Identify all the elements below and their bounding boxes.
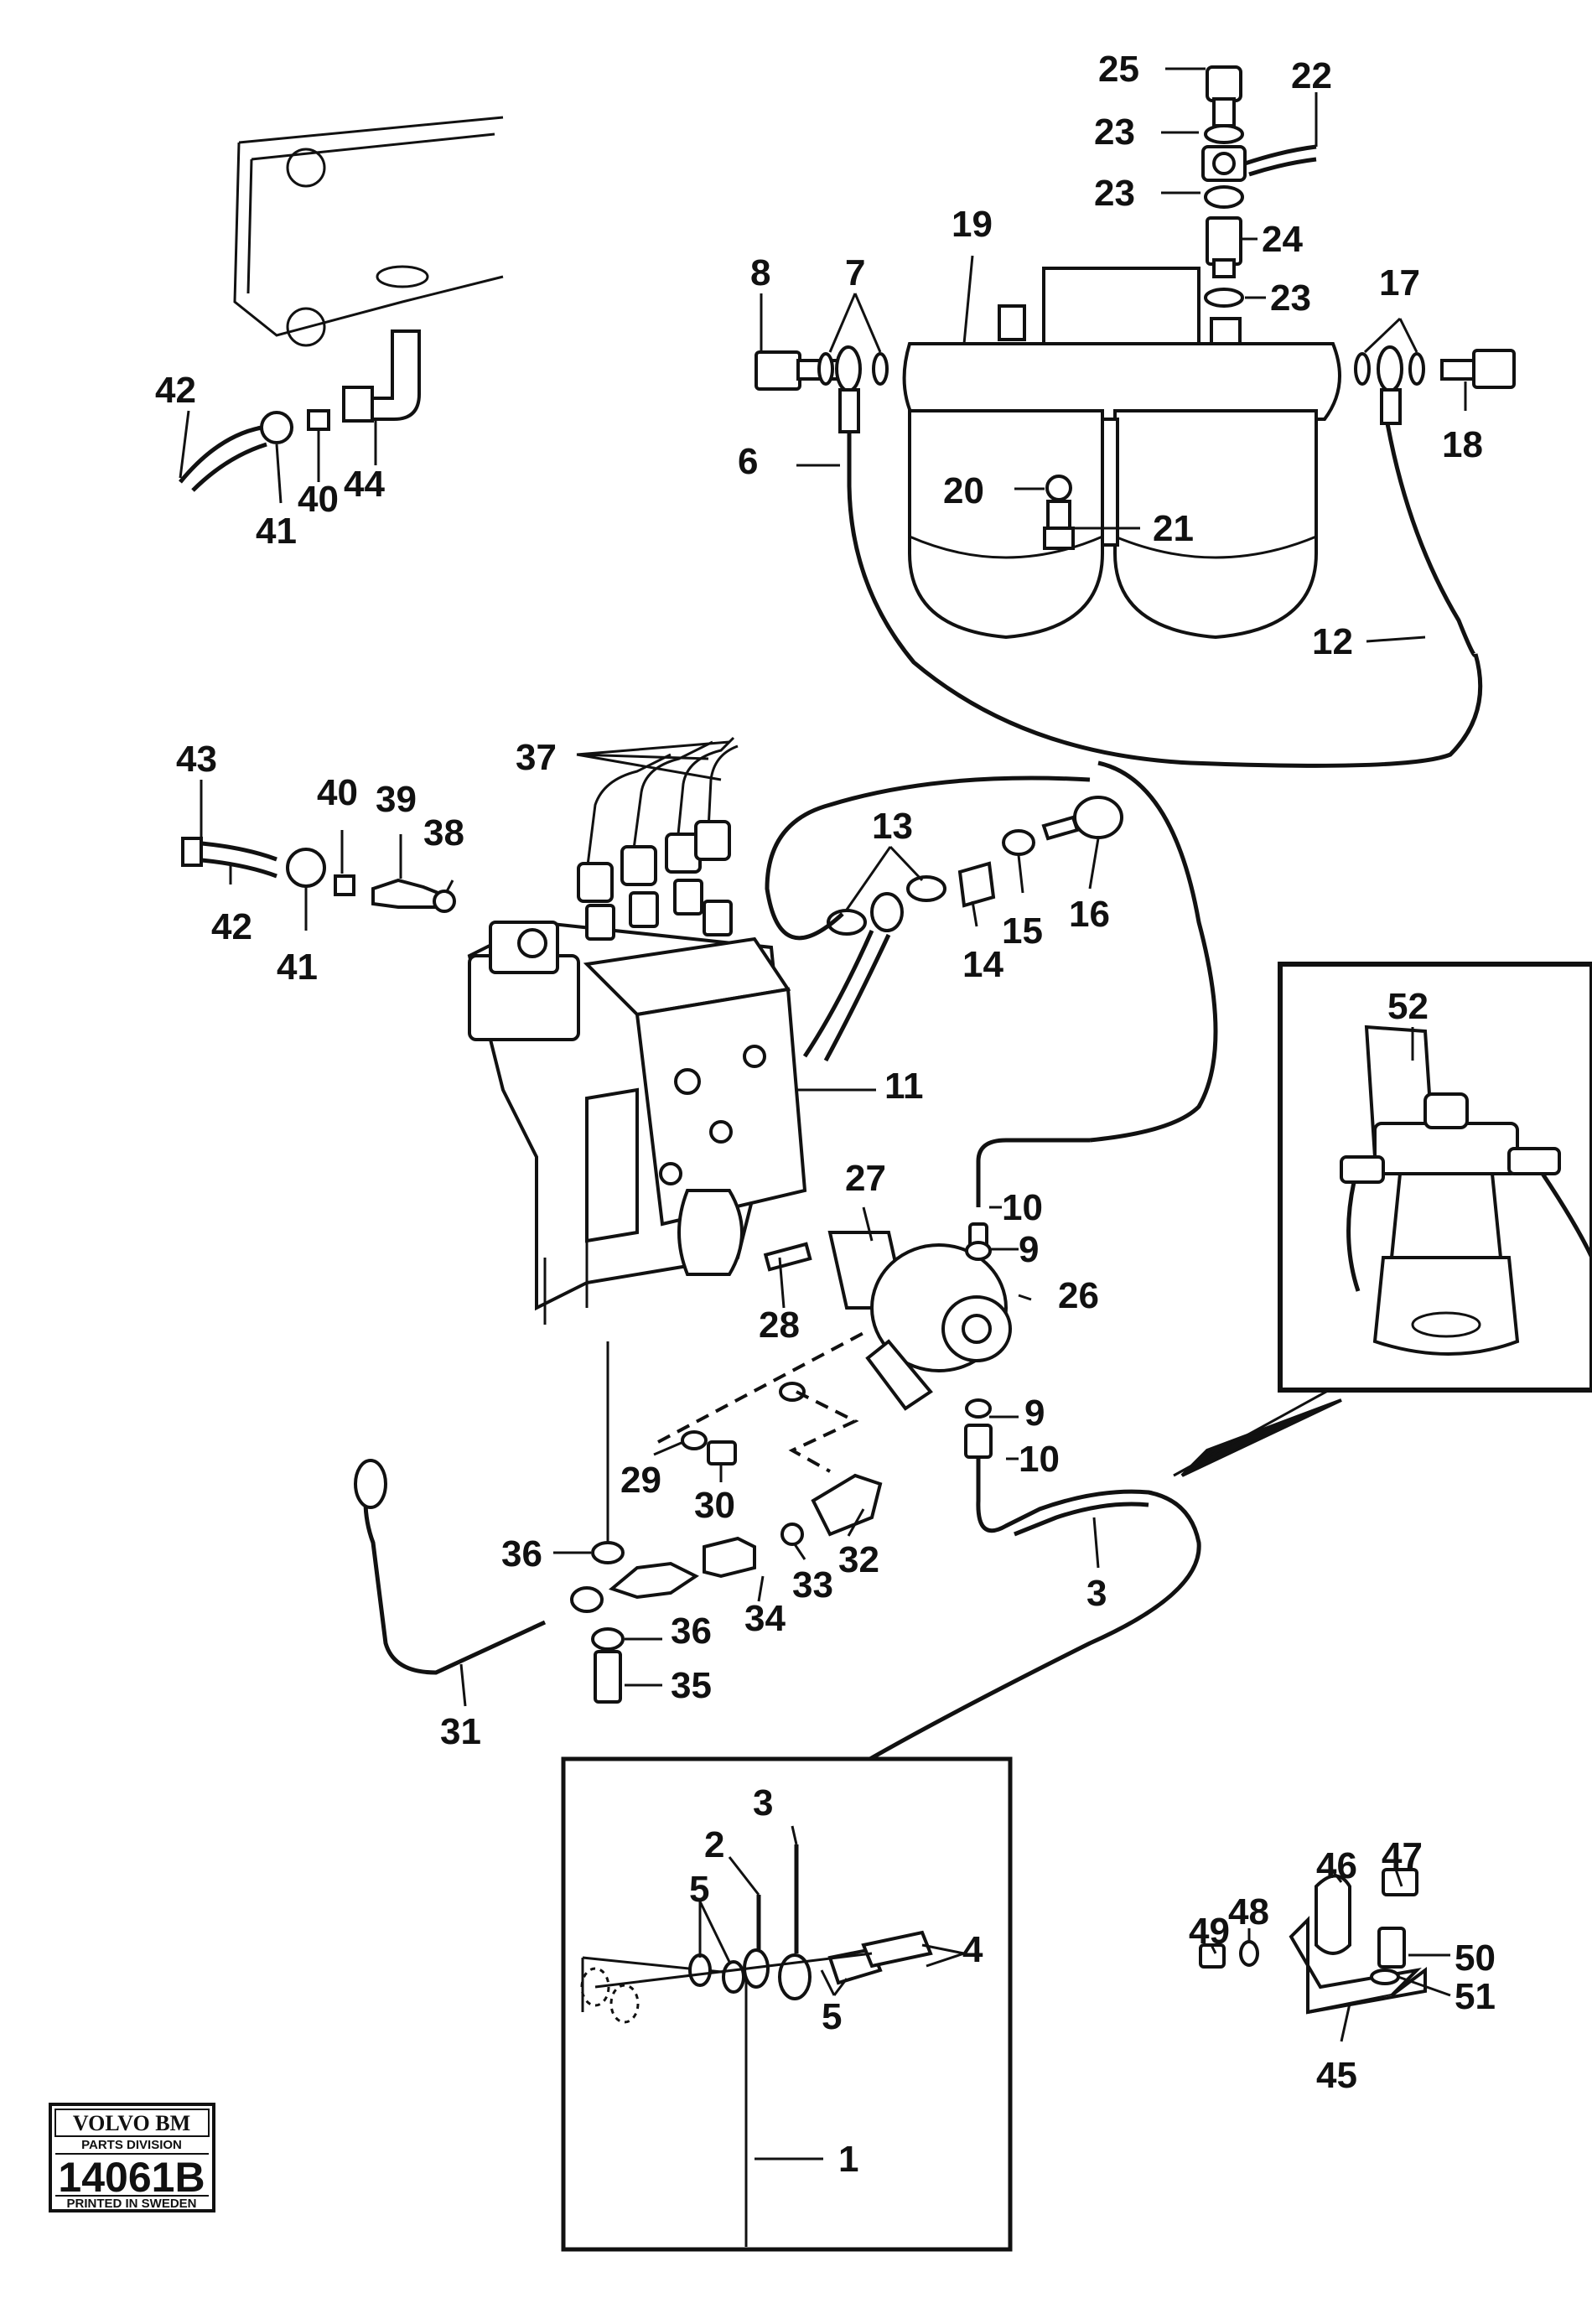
part-label-31: 31 bbox=[440, 1711, 481, 1752]
part-label-22: 22 bbox=[1291, 55, 1332, 96]
part-label-9: 9 bbox=[1019, 1229, 1039, 1270]
part-label-34: 34 bbox=[744, 1598, 786, 1639]
part-label-23: 23 bbox=[1270, 278, 1311, 319]
part-label-3: 3 bbox=[753, 1782, 773, 1823]
feed-pump bbox=[763, 760, 1218, 1459]
pointer-arrow bbox=[1180, 1398, 1342, 1477]
part-label-49: 49 bbox=[1189, 1911, 1230, 1952]
top-fitting-stack bbox=[1201, 65, 1317, 308]
part-label-35: 35 bbox=[671, 1665, 712, 1706]
part-label-36: 36 bbox=[671, 1611, 712, 1652]
part-label-1: 1 bbox=[838, 2139, 858, 2180]
part-label-2: 2 bbox=[704, 1824, 724, 1865]
logo-printed: PRINTED IN SWEDEN bbox=[66, 2197, 196, 2211]
part-label-40: 40 bbox=[298, 479, 339, 520]
part-label-26: 26 bbox=[1058, 1275, 1099, 1316]
logo-brand: VOLVO BM bbox=[73, 2111, 190, 2135]
part-label-18: 18 bbox=[1442, 424, 1483, 465]
part-labels: 1 2 3 3 4 5 5 6 7 8 9 9 10 10 11 12 13 1… bbox=[155, 49, 1496, 2180]
part-label-20: 20 bbox=[943, 470, 984, 511]
part-label-43: 43 bbox=[176, 739, 217, 780]
part-label-14: 14 bbox=[962, 944, 1003, 985]
part-label-11: 11 bbox=[884, 1066, 924, 1107]
part-label-6: 6 bbox=[738, 441, 758, 482]
filter-inset-52 bbox=[1278, 962, 1592, 1393]
injection-lines bbox=[577, 736, 739, 903]
cylinder-head-detail bbox=[179, 116, 504, 492]
leader-lines bbox=[179, 67, 1467, 2161]
part-label-41: 41 bbox=[277, 947, 318, 988]
hose-6 bbox=[847, 485, 1483, 768]
part-label-30: 30 bbox=[694, 1485, 735, 1526]
return-banjo bbox=[765, 776, 1123, 1062]
part-label-47: 47 bbox=[1382, 1835, 1423, 1876]
part-label-28: 28 bbox=[759, 1305, 800, 1346]
part-label-36: 36 bbox=[501, 1533, 542, 1574]
part-label-45: 45 bbox=[1316, 2055, 1357, 2096]
tank-connection-inset bbox=[561, 1756, 1013, 2252]
part-label-16: 16 bbox=[1069, 894, 1110, 935]
part-label-38: 38 bbox=[423, 812, 464, 853]
part-label-44: 44 bbox=[344, 464, 385, 505]
clip-bracket bbox=[1199, 1868, 1427, 2015]
part-label-24: 24 bbox=[1262, 219, 1303, 260]
part-label-29: 29 bbox=[620, 1460, 661, 1501]
pump-inlet-fittings bbox=[181, 837, 456, 913]
logo-number: 14061B bbox=[58, 2154, 205, 2201]
part-label-32: 32 bbox=[838, 1539, 879, 1580]
part-label-27: 27 bbox=[845, 1158, 886, 1199]
hose-12 bbox=[1385, 423, 1478, 658]
part-label-41: 41 bbox=[256, 511, 297, 552]
part-label-3: 3 bbox=[1086, 1573, 1107, 1614]
part-label-13: 13 bbox=[872, 806, 913, 847]
part-label-10: 10 bbox=[1019, 1439, 1060, 1480]
part-label-23: 23 bbox=[1094, 173, 1135, 214]
part-label-23: 23 bbox=[1094, 112, 1135, 153]
part-label-10: 10 bbox=[1002, 1187, 1043, 1228]
filter-outlet-banjo bbox=[1354, 345, 1516, 425]
part-label-50: 50 bbox=[1455, 1938, 1496, 1979]
part-label-33: 33 bbox=[792, 1564, 833, 1606]
part-label-40: 40 bbox=[317, 772, 358, 813]
part-label-48: 48 bbox=[1228, 1891, 1269, 1932]
logo-division: PARTS DIVISION bbox=[81, 2138, 182, 2152]
part-label-37: 37 bbox=[516, 737, 557, 778]
part-label-19: 19 bbox=[952, 204, 993, 245]
part-label-42: 42 bbox=[211, 906, 252, 947]
injection-pump bbox=[467, 879, 807, 1325]
part-label-4: 4 bbox=[962, 1929, 983, 1970]
drain-plug bbox=[1043, 475, 1075, 550]
part-label-5: 5 bbox=[689, 1869, 709, 1910]
part-label-7: 7 bbox=[845, 252, 865, 293]
part-label-46: 46 bbox=[1316, 1845, 1357, 1886]
part-label-52: 52 bbox=[1387, 986, 1429, 1027]
return-pipe-assembly bbox=[354, 1331, 883, 1704]
part-label-42: 42 bbox=[155, 370, 196, 411]
part-label-21: 21 bbox=[1153, 508, 1194, 549]
part-label-5: 5 bbox=[822, 1996, 842, 2037]
twin-fuel-filter bbox=[902, 267, 1341, 640]
part-label-17: 17 bbox=[1379, 262, 1420, 303]
part-label-12: 12 bbox=[1312, 621, 1353, 662]
part-label-51: 51 bbox=[1455, 1976, 1496, 2017]
part-label-9: 9 bbox=[1024, 1393, 1045, 1434]
filter-inlet-banjo bbox=[755, 345, 889, 486]
part-label-8: 8 bbox=[750, 252, 770, 293]
part-label-25: 25 bbox=[1098, 49, 1139, 90]
part-label-15: 15 bbox=[1002, 910, 1043, 952]
part-label-39: 39 bbox=[376, 779, 417, 820]
volvo-bm-parts-logo: VOLVO BM PARTS DIVISION 14061B PRINTED I… bbox=[49, 2103, 215, 2212]
